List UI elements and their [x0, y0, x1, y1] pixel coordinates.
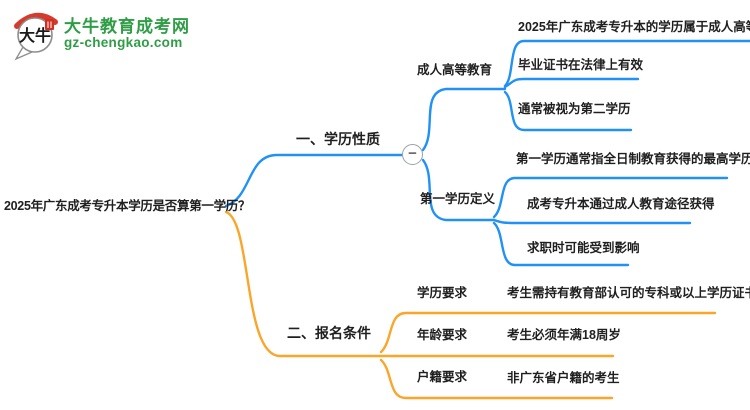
branch2-sub3-leaf1: 非广东省户籍的考生 — [507, 371, 620, 385]
branch1-sub1-leaf1: 2025年广东成考专升本的学历属于成人高等教育 — [518, 20, 750, 34]
branch1-sub2-leaf2: 成考专升本通过成人教育途径获得 — [527, 197, 715, 211]
site-logo[interactable]: 大牛 — [10, 5, 64, 61]
collapse-toggle-button[interactable]: − — [402, 144, 423, 165]
branch2-lines — [224, 210, 717, 400]
branch1-sub1-leaf3: 通常被视为第二学历 — [518, 102, 631, 116]
brand-title[interactable]: 大牛教育成考网 — [64, 17, 190, 36]
root-topic: 2025年广东成考专升本学历是否算第一学历？ — [4, 199, 251, 213]
connector-root-branch1 — [224, 153, 404, 208]
connector-branch1-sub1 — [421, 87, 507, 152]
branch1-label: 一、学历性质 — [296, 131, 380, 147]
branch2-sub2-label: 年龄要求 — [417, 328, 468, 342]
branch2-sub3-label: 户籍要求 — [417, 370, 468, 384]
branch1-sub1-leaf2: 毕业证书在法律上有效 — [518, 58, 644, 72]
branch2-sub2-leaf1: 考生必须年满18周岁 — [507, 328, 621, 342]
branch2-label: 二、报名条件 — [287, 325, 371, 341]
connector-branch1-sub2 — [421, 158, 496, 222]
branch1-sub2-leaf3: 求职时可能受到影响 — [527, 241, 640, 255]
connector-sub1-leaf2 — [503, 77, 640, 89]
branch2-sub1-leaf1: 考生需持有教育部认可的专科或以上学历证书 — [507, 286, 750, 300]
logo-speech-bubble — [17, 17, 53, 53]
daniu-logo-icon: 大牛 — [14, 13, 58, 61]
branch2-sub1-label: 学历要求 — [417, 286, 468, 300]
logo-seal-marks — [47, 21, 52, 28]
logo-red-seal — [45, 19, 54, 30]
branch1-sub1-label: 成人高等教育 — [417, 63, 493, 77]
brand-domain[interactable]: gz-chengkao.com — [64, 35, 183, 50]
branch1-sub2-leaf1: 第一学历通常指全日制教育获得的最高学历 — [516, 152, 750, 166]
logo-characters: 大牛 — [19, 26, 51, 45]
connector-sub2-leaf2 — [492, 218, 692, 225]
branch1-sub2-label: 第一学历定义 — [420, 192, 496, 206]
